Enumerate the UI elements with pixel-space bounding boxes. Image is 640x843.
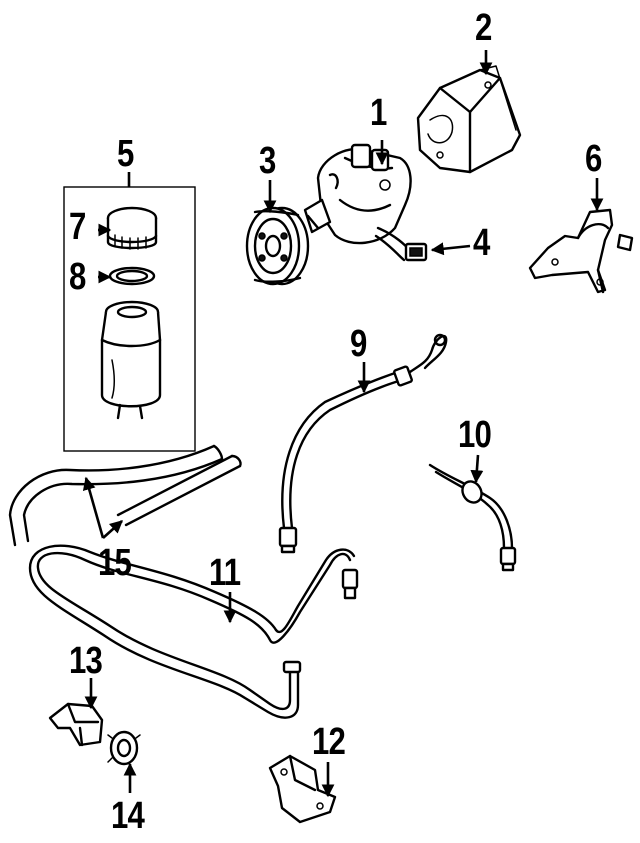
callout-8: 8 — [69, 256, 86, 298]
cooler-tube-drawing — [28, 544, 359, 719]
callout-11: 11 — [209, 552, 241, 594]
pump-bracket-drawing — [416, 65, 522, 174]
reservoir-hoses-drawing — [8, 444, 242, 547]
connector-drawing — [404, 242, 428, 262]
callout-1: 1 — [370, 92, 387, 134]
return-hose-drawing — [428, 463, 517, 572]
power-steering-pump-drawing — [303, 143, 414, 262]
callout-3: 3 — [259, 140, 276, 182]
pressure-hose-drawing — [278, 333, 448, 554]
callout-13: 13 — [69, 640, 103, 682]
callout-4: 4 — [473, 222, 490, 264]
callout-9: 9 — [350, 323, 367, 365]
grommet-drawing — [107, 730, 141, 766]
leader-lines — [82, 50, 604, 798]
tube-bracket-drawing — [268, 754, 337, 824]
callout-10: 10 — [458, 414, 492, 456]
callout-14: 14 — [111, 795, 145, 837]
callout-6: 6 — [585, 138, 602, 180]
callout-12: 12 — [312, 721, 346, 763]
clip-drawing — [48, 702, 104, 747]
reservoir-assembly-drawing — [63, 186, 196, 452]
callout-7: 7 — [69, 206, 86, 248]
pulley-drawing — [245, 206, 310, 286]
callout-2: 2 — [475, 7, 492, 49]
reservoir-bracket-drawing — [528, 208, 634, 294]
callout-15: 15 — [98, 542, 132, 584]
callout-5: 5 — [117, 133, 134, 175]
